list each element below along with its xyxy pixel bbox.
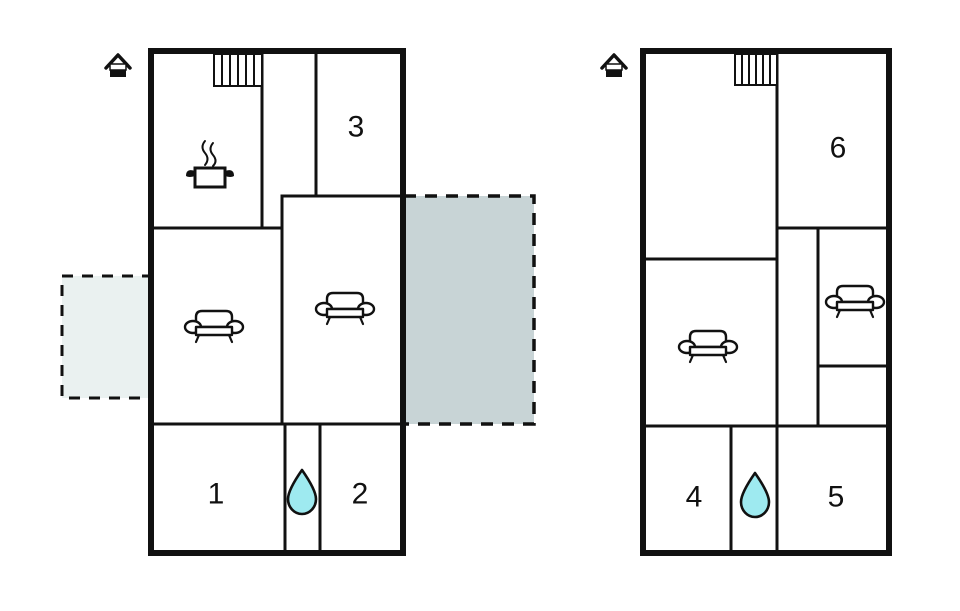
first-floor-interior-walls [641,49,891,555]
stairs-treads [221,54,255,86]
house-door [606,70,622,77]
stairs-icon [734,53,778,86]
dashed-annex-east-border [402,194,536,426]
sofa-leg-left [688,353,695,364]
sofa-back [194,309,234,329]
pot-handle-left [186,170,195,177]
ground-floor-plan: 3 1 2 [60,48,536,556]
sofa-leg-right [868,308,875,319]
room-number-2: 2 [352,478,369,511]
sofa-leg-right [227,333,234,344]
dashed-annex-east-fill [404,196,534,424]
sofa-leg-right [358,315,365,326]
sofa-seat [835,300,875,312]
water-drop-shape [739,471,771,519]
sofa-seat [325,307,365,319]
sofa-back [325,291,365,311]
pot-steam-right [209,142,217,167]
dashed-annex-west-fill [62,276,150,398]
water-drop-icon [739,471,771,519]
water-drop-icon [286,468,318,516]
room-number-4: 4 [686,481,703,514]
sofa-leg-left [325,315,332,326]
house-entrance-icon [104,53,132,77]
sofa-icon [677,329,739,364]
house-entrance-icon [600,53,628,77]
dashed-annex-east [402,194,536,426]
first-floor-plan: 6 4 5 [600,48,892,556]
cooking-pot-icon [186,140,234,189]
stairs-treads [741,54,771,85]
sofa-leg-left [835,308,842,319]
room-number-3: 3 [348,111,365,144]
pot-body [193,166,227,189]
house-door [110,70,126,77]
dashed-annex-west [60,274,152,400]
sofa-seat [688,345,728,357]
sofa-icon [824,284,886,319]
first-floor-outer-wall [640,48,892,556]
room-number-1: 1 [208,478,225,511]
ground-floor-outer-wall [148,48,406,556]
sofa-back [835,284,875,304]
sofa-icon [314,291,376,326]
house-window [109,63,127,71]
pot-steam-left [201,140,209,166]
water-drop-shape [286,468,318,516]
stairs-icon [213,53,263,87]
sofa-leg-left [194,333,201,344]
pot-handle-right [225,170,234,177]
room-number-5: 5 [828,481,845,514]
sofa-back [688,329,728,349]
sofa-icon [183,309,245,344]
sofa-seat [194,325,234,337]
sofa-leg-right [721,353,728,364]
house-window [605,63,623,71]
room-number-6: 6 [830,132,847,165]
